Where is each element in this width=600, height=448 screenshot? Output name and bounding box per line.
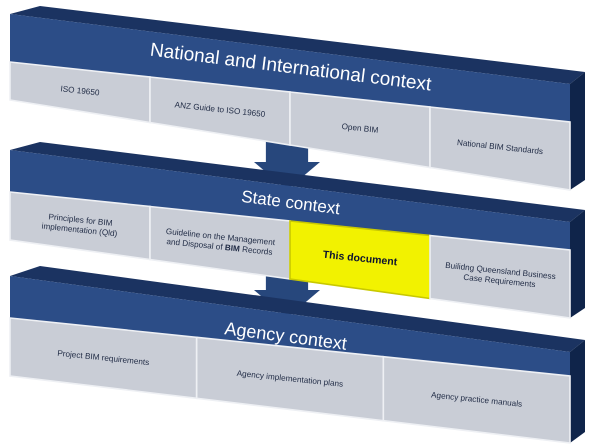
cell-state-4-box — [429, 234, 571, 319]
tier-national-side — [570, 72, 585, 190]
tier-agency-side — [570, 340, 585, 443]
tier-state-side — [570, 210, 585, 318]
cell-national-3: Open BIM — [289, 91, 431, 169]
tier-agency: Agency context Project BIM requirementsA… — [9, 266, 585, 444]
tier-national-front — [10, 14, 570, 122]
tier-national-top — [10, 6, 585, 84]
tier-state-top — [10, 142, 585, 222]
cell-national-1: ISO 19650 — [9, 61, 151, 124]
tier-national: National and International context ISO 1… — [9, 6, 585, 191]
tier-agency-top — [10, 266, 585, 352]
cell-state-3: This document — [289, 220, 431, 300]
cell-national-4-box — [429, 106, 571, 191]
tier-state-front — [10, 150, 570, 250]
cell-national-4: National BIM Standards — [429, 106, 571, 191]
cell-agency-3: Agency practice manuals — [382, 355, 571, 444]
cell-national-3-line-1: Open BIM — [341, 122, 379, 135]
cell-national-1-line-1: ISO 19650 — [60, 84, 100, 97]
tier-state: State context Principles for BIMimplemen… — [9, 142, 585, 319]
cell-national-2: ANZ Guide to ISO 19650 — [149, 76, 291, 146]
cell-agency-3-box — [382, 355, 571, 444]
tier-agency-front — [10, 276, 570, 376]
